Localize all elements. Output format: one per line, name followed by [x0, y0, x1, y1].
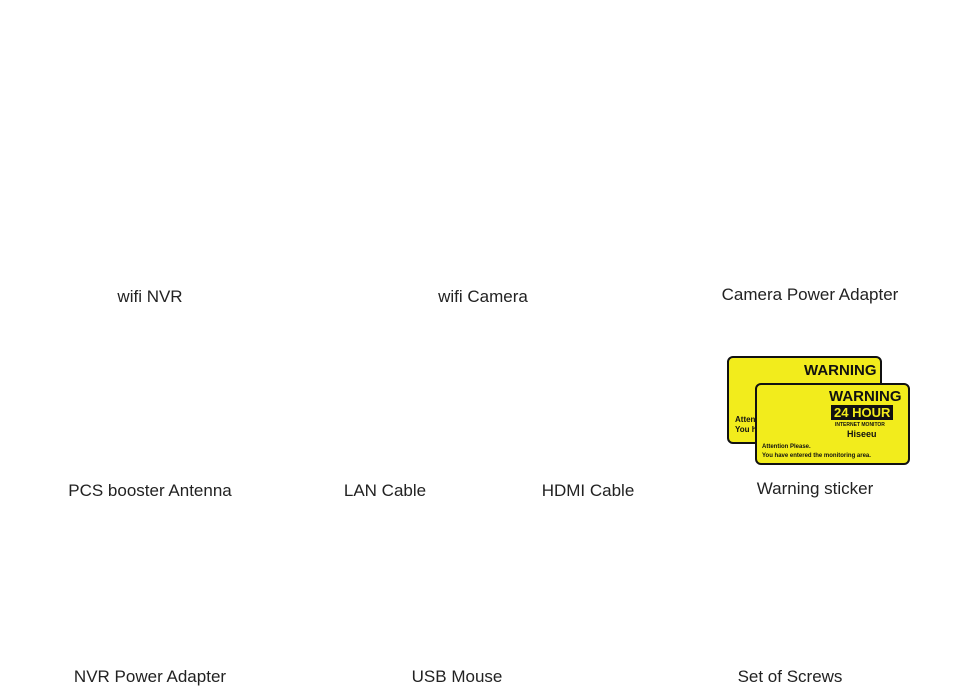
label-warning-sticker: Warning sticker	[756, 479, 874, 498]
label-wifi-camera: wifi Camera	[438, 287, 528, 306]
label-hdmi-cable: HDMI Cable	[541, 481, 635, 500]
screw-bag	[744, 541, 788, 593]
label-camera-power-adapter: Camera Power Adapter	[721, 285, 899, 304]
screw-bag	[744, 596, 788, 648]
camera-power-adapter	[733, 111, 802, 168]
camera-power-adapter	[875, 111, 944, 168]
warning-sticker-front: WARNING 24 HOUR INTERNET MONITOR Hiseeu …	[755, 383, 910, 465]
camera-unit	[470, 118, 562, 260]
camera-power-adapter	[662, 111, 731, 168]
camera-unit	[374, 118, 466, 260]
camera-power-adapter	[662, 196, 731, 253]
label-usb-mouse: USB Mouse	[411, 667, 503, 686]
label-nvr-power-adapter: NVR Power Adapter	[73, 667, 227, 686]
camera-unit	[518, 118, 610, 260]
screw-bag	[794, 541, 838, 593]
label-wifi-nvr: wifi NVR	[117, 287, 183, 306]
camera-power-adapter	[875, 196, 944, 253]
camera-unit	[422, 118, 514, 260]
camera-power-adapter	[733, 196, 802, 253]
label-lan-cable: LAN Cable	[343, 481, 427, 500]
camera-power-adapter	[804, 111, 873, 168]
label-antenna: PCS booster Antenna	[68, 481, 232, 500]
camera-power-adapter	[804, 196, 873, 253]
screw-bag	[794, 596, 838, 648]
label-screws: Set of Screws	[737, 667, 843, 686]
